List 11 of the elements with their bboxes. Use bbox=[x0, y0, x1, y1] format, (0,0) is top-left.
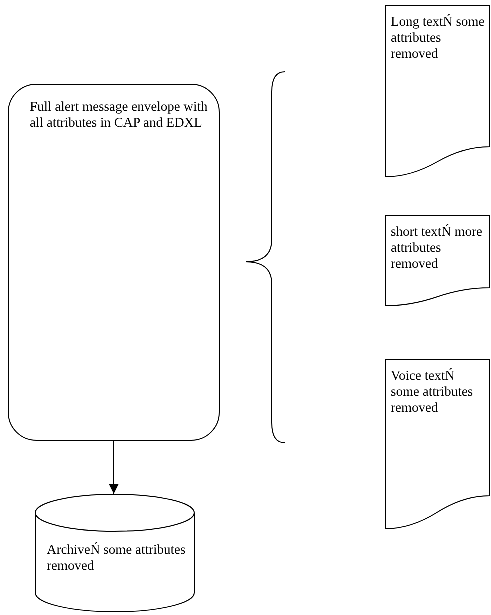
node-text: short textŃ more attributes removed bbox=[390, 223, 484, 272]
rounded-process-box bbox=[8, 84, 220, 441]
node-text: Full alert message envelope with all attributes in CAP and EDXL bbox=[29, 98, 209, 131]
document-shape bbox=[385, 5, 490, 177]
node-text: Voice textŃ some attributes removed bbox=[390, 367, 474, 416]
document-shape bbox=[385, 215, 490, 306]
arrow bbox=[109, 440, 119, 494]
document-shape bbox=[385, 359, 490, 529]
node-text: ArchiveŃ some attributes removed bbox=[46, 541, 187, 574]
node-text: Long textŃ some attributes removed bbox=[390, 13, 486, 62]
database-cylinder bbox=[35, 494, 195, 612]
